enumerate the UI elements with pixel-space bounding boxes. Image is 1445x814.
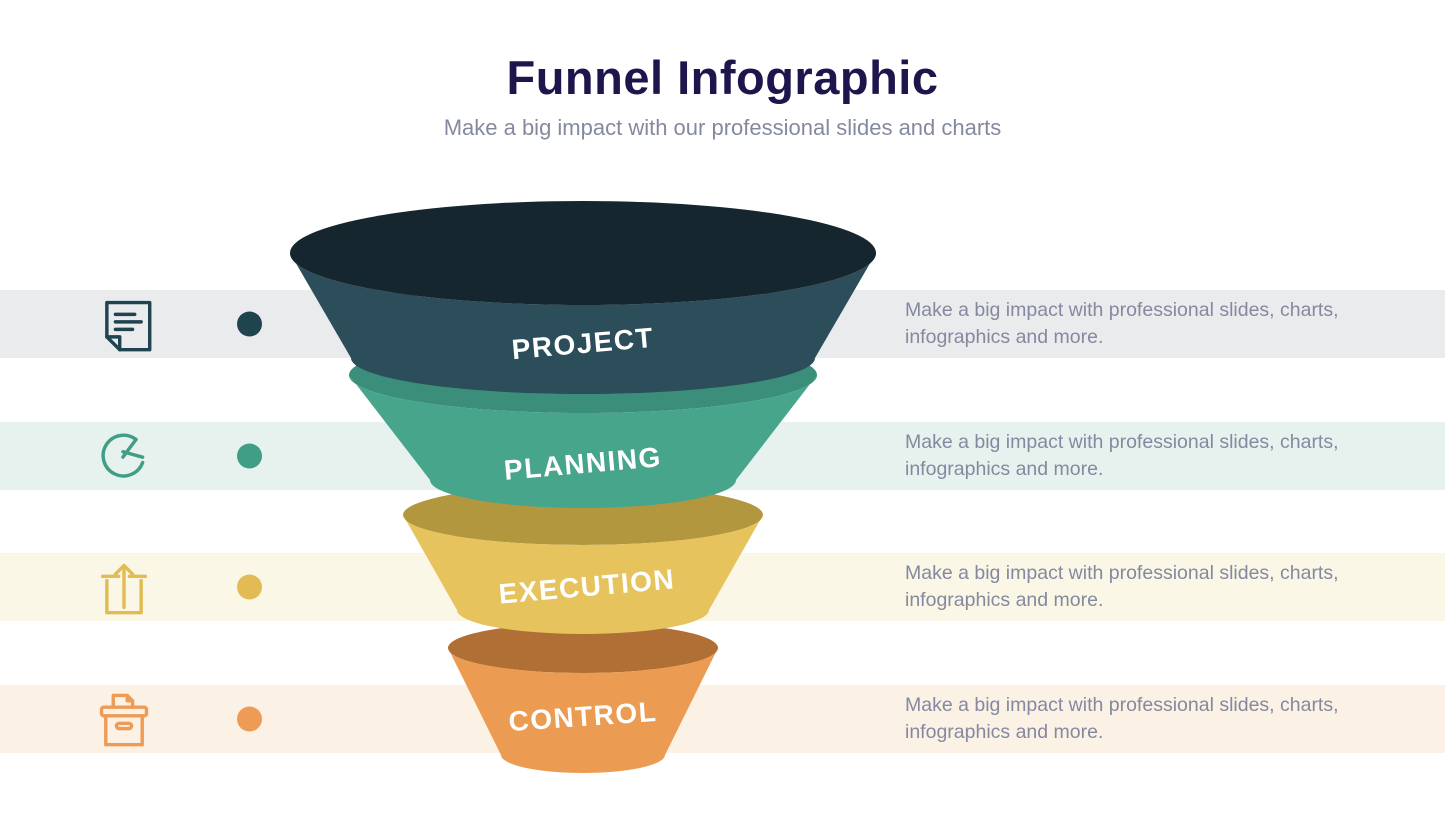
page-title: Funnel Infographic bbox=[506, 51, 939, 104]
note-document-icon bbox=[94, 294, 154, 354]
page-subtitle: Make a big impact with our professional … bbox=[443, 115, 1002, 140]
stage-bullet-dot bbox=[237, 574, 262, 600]
stage-bullet-dot bbox=[237, 311, 262, 337]
funnel-segment-project bbox=[290, 201, 876, 394]
stage-description: Make a big impact with professional slid… bbox=[905, 562, 1339, 611]
stage-row-execution: Make a big impact with professional slid… bbox=[0, 553, 1445, 621]
stage-description: Make a big impact with professional slid… bbox=[905, 299, 1339, 348]
stage-description: Make a big impact with professional slid… bbox=[905, 694, 1339, 743]
pie-chart-icon bbox=[94, 426, 154, 486]
stage-bullet-dot bbox=[237, 443, 262, 469]
box-arrow-up-icon bbox=[94, 557, 154, 617]
stage-bullet-dot bbox=[237, 706, 262, 732]
header: Funnel Infographic Make a big impact wit… bbox=[0, 50, 1445, 141]
stage-row-control: Make a big impact with professional slid… bbox=[0, 685, 1445, 753]
funnel-graphic: PROJECT PLANNING EXECUTION CONTROL bbox=[280, 190, 900, 790]
stage-description: Make a big impact with professional slid… bbox=[905, 431, 1339, 480]
funnel-segment-control bbox=[448, 623, 718, 773]
archive-box-icon bbox=[94, 689, 154, 749]
